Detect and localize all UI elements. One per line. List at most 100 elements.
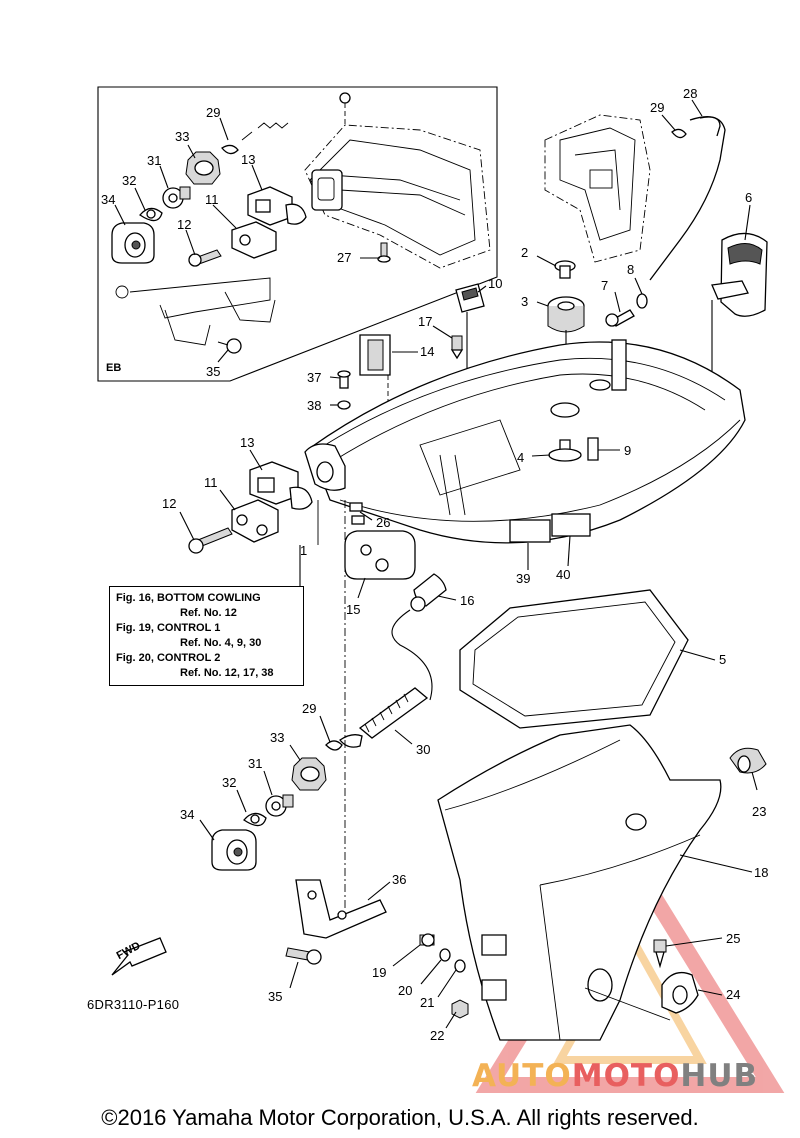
callout-33: 33: [270, 730, 284, 745]
callout-24: 24: [726, 987, 740, 1002]
inset-bolt-27: [377, 242, 391, 263]
callout-4: 4: [517, 450, 524, 465]
washer-21: [454, 959, 466, 973]
callout-10: 10: [488, 276, 502, 291]
bottom-cowling: [309, 339, 746, 544]
diagram-code: 6DR3110-P160: [87, 997, 180, 1012]
inset-bolt-12: [188, 249, 222, 267]
bolt-12: [188, 527, 233, 554]
callout-12: 12: [177, 217, 191, 232]
callout-11: 11: [204, 475, 218, 490]
cable-30: [339, 609, 433, 748]
callout-7: 7: [601, 278, 608, 293]
callout-17: 17: [418, 314, 432, 329]
callout-37: 37: [307, 370, 321, 385]
callout-35: 35: [206, 364, 220, 379]
callout-34: 34: [101, 192, 115, 207]
callout-6: 6: [745, 190, 752, 205]
callout-1: 1: [300, 543, 307, 558]
callout-numbers: 29 33 31 13 32 34 11 12 35 27 29 28 6 2 …: [101, 86, 768, 1043]
inset-bracket-lower: [115, 277, 276, 346]
callout-16: 16: [460, 593, 474, 608]
inset-washer-31: [162, 186, 191, 209]
watermark-part-2: MOTO: [571, 1058, 681, 1094]
lower-cowling-18: [437, 724, 722, 1041]
inset-bracket-13: [247, 186, 307, 226]
callout-8: 8: [627, 262, 634, 277]
callout-36: 36: [392, 872, 406, 887]
callout-21: 21: [420, 995, 434, 1010]
watermark-part-3: HUB: [680, 1058, 759, 1094]
engine-bracket: [544, 114, 651, 263]
callout-32: 32: [122, 173, 136, 188]
bracket-latch: [304, 443, 346, 491]
callout-25: 25: [726, 931, 740, 946]
ref-line-2-ref: Ref. No. 4, 9, 30: [180, 637, 262, 649]
callout-38: 38: [307, 398, 321, 413]
seal-5: [459, 589, 689, 729]
watermark-text: AUTOMOTOHUB: [472, 1058, 758, 1094]
inset-block-34: [111, 222, 155, 264]
bolt-19: [419, 933, 435, 947]
nut-33: [291, 757, 327, 791]
callout-32: 32: [222, 775, 236, 790]
bolt-2: [554, 260, 576, 279]
plate-24: [584, 971, 699, 1021]
label-26: [349, 502, 365, 525]
grommet-15: [344, 530, 416, 580]
callout-29: 29: [650, 100, 664, 115]
callout-20: 20: [398, 983, 412, 998]
reference-box: Fig. 16, BOTTOM COWLING Ref. No. 12 Fig.…: [109, 586, 304, 686]
callout-34: 34: [180, 807, 194, 822]
callout-29: 29: [302, 701, 316, 716]
washer-31: [265, 794, 294, 817]
callout-13: 13: [240, 435, 254, 450]
ref-line-2: Fig. 19, CONTROL 1: [116, 622, 221, 634]
bracket-13: [249, 461, 313, 510]
callout-35: 35: [268, 989, 282, 1004]
inset-nut-33: [185, 151, 221, 185]
inset-spring-29: [221, 122, 289, 155]
leader-lines: [114, 99, 758, 1029]
grommet-23: [729, 747, 767, 774]
callout-3: 3: [521, 294, 528, 309]
callout-5: 5: [719, 652, 726, 667]
bolt-37: [337, 370, 351, 389]
inset-screw-35: [217, 338, 242, 354]
bolt-17: [450, 335, 464, 360]
callout-33: 33: [175, 129, 189, 144]
callout-31: 31: [248, 756, 262, 771]
callout-14: 14: [420, 344, 434, 359]
clip-14: [359, 334, 391, 430]
fwd-arrow-icon: [111, 937, 167, 976]
callout-27: 27: [337, 250, 351, 265]
bolt-7: [605, 309, 635, 327]
grommet-16: [410, 573, 447, 612]
block-34: [211, 829, 257, 871]
washer-38: [337, 400, 351, 410]
copyright-notice: ©2016 Yamaha Motor Corporation, U.S.A. A…: [101, 1105, 699, 1130]
callout-30: 30: [416, 742, 430, 757]
callout-13: 13: [241, 152, 255, 167]
bracket-36: [295, 879, 387, 939]
callout-19: 19: [372, 965, 386, 980]
callout-26: 26: [376, 515, 390, 530]
inset-engine-outline: [304, 92, 491, 269]
callout-9: 9: [624, 443, 631, 458]
grommet-32: [243, 812, 267, 827]
callout-11: 11: [205, 192, 219, 207]
bracket-side: [481, 934, 507, 1001]
inset-frame: [97, 86, 498, 382]
ref-line-3: Fig. 20, CONTROL 2: [116, 652, 221, 664]
callout-2: 2: [521, 245, 528, 260]
latch-6: [711, 232, 768, 390]
nut-22: [451, 999, 469, 1019]
ref-line-3-ref: Ref. No. 12, 17, 38: [180, 667, 274, 679]
callout-40: 40: [556, 567, 570, 582]
watermark-part-1: AUTO: [472, 1058, 572, 1094]
clip-29b: [671, 128, 687, 139]
washer-8: [636, 293, 648, 309]
callout-31: 31: [147, 153, 161, 168]
hose-28: [649, 116, 726, 281]
